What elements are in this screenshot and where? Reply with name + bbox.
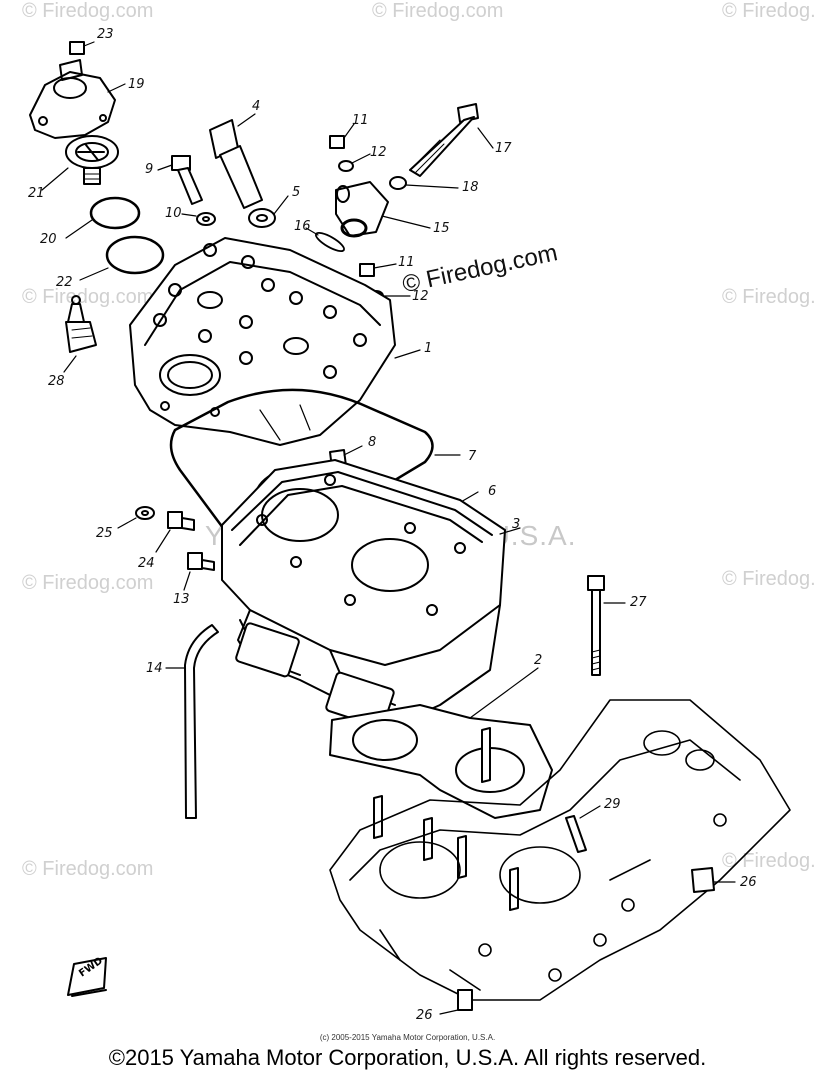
part-20-o-ring xyxy=(65,196,141,239)
callout-16: 16 xyxy=(294,219,311,234)
part-24-bolt xyxy=(155,511,195,553)
part-19-thermostat-cover xyxy=(29,59,126,139)
callout-19: 19 xyxy=(128,77,145,92)
part-13-bolt xyxy=(183,552,215,591)
watermark-left-2: © Firedog.com xyxy=(22,572,154,594)
callout-26b: 26 xyxy=(416,1008,433,1023)
callout-26a: 26 xyxy=(740,875,757,890)
part-14-hose xyxy=(165,624,219,819)
callout-3: 3 xyxy=(512,517,521,532)
part-15-water-joint xyxy=(335,181,431,238)
part-7-o-ring xyxy=(169,388,461,549)
watermark-top-center: © Firedog.com xyxy=(372,0,504,22)
part-21-thermostat xyxy=(41,135,119,191)
crankcase xyxy=(329,699,791,1001)
part-12-washer-top xyxy=(338,153,371,172)
callout-1: 1 xyxy=(424,341,433,356)
watermark-top-right: © Firedog.com xyxy=(722,0,815,22)
part-26-dowel-right xyxy=(691,867,736,893)
part-10-washer xyxy=(181,212,216,226)
watermark-mid-left: © Firedog.com xyxy=(22,286,154,308)
part-9-bolt xyxy=(157,155,203,205)
callout-4: 4 xyxy=(252,99,261,114)
part-1-cylinder-head xyxy=(129,237,421,446)
callout-28: 28 xyxy=(48,374,65,389)
callout-6: 6 xyxy=(488,484,497,499)
part-25-washer xyxy=(117,506,155,529)
callout-5: 5 xyxy=(292,185,301,200)
part-18-o-ring xyxy=(389,176,459,190)
callout-20: 20 xyxy=(40,232,57,247)
part-23-screw xyxy=(69,41,95,55)
part-4-bolt xyxy=(209,113,263,209)
part-27-stud xyxy=(587,575,626,676)
callout-21: 21 xyxy=(28,186,45,201)
callout-2: 2 xyxy=(534,653,543,668)
callout-23: 23 xyxy=(97,27,114,42)
watermark-right-2: © Firedog.com xyxy=(722,568,815,590)
callout-27: 27 xyxy=(630,595,647,610)
callout-24: 24 xyxy=(138,556,155,571)
watermark-left-3: © Firedog.com xyxy=(22,858,154,880)
callout-9: 9 xyxy=(145,162,154,177)
part-28-sender xyxy=(63,295,97,373)
callout-18: 18 xyxy=(462,180,479,195)
small-copyright: (c) 2005-2015 Yamaha Motor Corporation, … xyxy=(319,1033,496,1042)
callout-11b: 11 xyxy=(398,255,415,270)
callout-14: 14 xyxy=(146,661,163,676)
part-26-dowel-bottom xyxy=(439,989,473,1015)
watermark-mid-right: © Firedog.com xyxy=(722,286,815,308)
fwd-arrow-icon xyxy=(67,957,107,997)
watermark-top-left: © Firedog.com xyxy=(22,0,154,22)
callout-7: 7 xyxy=(468,449,477,464)
callout-25: 25 xyxy=(96,526,113,541)
part-3-cylinder xyxy=(221,459,521,729)
callout-12b: 12 xyxy=(412,289,429,304)
part-16-o-ring xyxy=(305,227,345,252)
part-22-gasket xyxy=(79,235,165,281)
part-5-washer xyxy=(248,195,289,228)
callout-12: 12 xyxy=(370,145,387,160)
part-11-bolt-top xyxy=(329,123,355,149)
callout-22: 22 xyxy=(56,275,73,290)
callout-11: 11 xyxy=(352,113,369,128)
callout-10: 10 xyxy=(165,206,182,221)
footer-copyright: ©2015 Yamaha Motor Corporation, U.S.A. A… xyxy=(108,1045,707,1070)
callout-17: 17 xyxy=(495,141,512,156)
callout-29: 29 xyxy=(604,797,621,812)
part-17-long-bolt xyxy=(409,103,494,177)
callout-13: 13 xyxy=(173,592,190,607)
callout-15: 15 xyxy=(433,221,450,236)
part-11-bolt-right xyxy=(359,263,397,277)
callout-8: 8 xyxy=(368,435,377,450)
